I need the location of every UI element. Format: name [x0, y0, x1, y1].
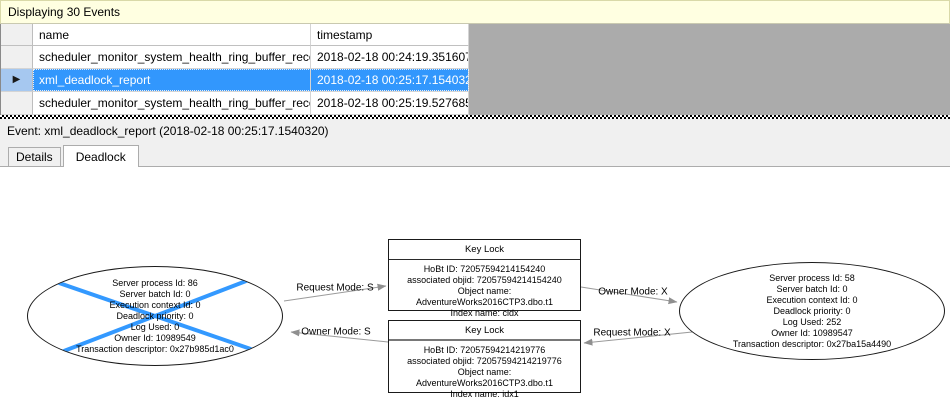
process-node-text: Server process Id: 86 Server batch Id: 0…	[28, 267, 282, 365]
edge-label-owner-x: Owner Mode: X	[598, 286, 668, 298]
node-line: Log Used: 0	[130, 321, 180, 332]
process-node-victim[interactable]: Server process Id: 86 Server batch Id: 0…	[27, 266, 283, 366]
deadlock-graph-panel: Server process Id: 86 Server batch Id: 0…	[0, 166, 950, 400]
events-table: name timestamp scheduler_monitor_system_…	[1, 24, 469, 115]
node-line: Log Used: 252	[782, 316, 842, 327]
lock-node-text: HoBt ID: 72057594214154240 associated ob…	[389, 260, 580, 319]
lock-title: Key Lock	[389, 321, 580, 341]
lock-title: Key Lock	[389, 240, 580, 260]
table-row[interactable]: scheduler_monitor_system_health_ring_buf…	[1, 46, 469, 69]
lock-node-bottom[interactable]: Key Lock HoBt ID: 72057594214219776 asso…	[388, 320, 581, 399]
event-label: Event: xml_deadlock_report (2018-02-18 0…	[7, 124, 329, 138]
process-node-text: Server process Id: 58 Server batch Id: 0…	[680, 263, 944, 359]
details-tabstrip: Details Deadlock	[0, 143, 950, 167]
deadlock-edges	[283, 283, 703, 346]
node-line: Server batch Id: 0	[119, 288, 191, 299]
edge-label-owner-s: Owner Mode: S	[301, 326, 371, 338]
node-line: Transaction descriptor: 0x27b985d1ac0	[76, 343, 234, 354]
column-header-timestamp[interactable]: timestamp	[311, 24, 469, 46]
edge-owner-s	[290, 329, 389, 343]
node-line: Execution context Id: 0	[766, 294, 858, 305]
row-selector-header	[1, 24, 33, 46]
event-name-cell[interactable]: xml_deadlock_report	[33, 69, 311, 92]
node-line: Owner Id: 10989547	[771, 327, 853, 338]
event-bar: Event: xml_deadlock_report (2018-02-18 0…	[0, 119, 950, 143]
table-row[interactable]: scheduler_monitor_system_health_ring_buf…	[1, 92, 469, 115]
table-row-selected[interactable]: ▶ xml_deadlock_report 2018-02-18 00:25:1…	[1, 69, 469, 92]
event-timestamp-cell[interactable]: 2018-02-18 00:24:19.3516078	[311, 46, 469, 69]
horizontal-splitter[interactable]	[0, 115, 950, 119]
edge-label-request-s: Request Mode: S	[296, 282, 374, 294]
tab-details[interactable]: Details	[8, 147, 61, 166]
process-node[interactable]: Server process Id: 58 Server batch Id: 0…	[679, 262, 945, 360]
events-count-bar: Displaying 30 Events	[0, 0, 950, 24]
node-line: HoBt ID: 72057594214154240	[423, 264, 546, 274]
event-timestamp-cell[interactable]: 2018-02-18 00:25:17.1540320	[311, 69, 469, 92]
grid-header-row: name timestamp	[1, 24, 469, 46]
node-line: Owner Id: 10989549	[114, 332, 196, 343]
node-line: Object name: AdventureWorks2016CTP3.dbo.…	[416, 286, 553, 307]
node-line: Index name: cidx	[450, 308, 519, 318]
lock-node-top[interactable]: Key Lock HoBt ID: 72057594214154240 asso…	[388, 239, 581, 318]
tab-deadlock[interactable]: Deadlock	[62, 145, 139, 167]
event-name-cell[interactable]: scheduler_monitor_system_health_ring_buf…	[33, 92, 311, 115]
edge-owner-x	[580, 286, 678, 305]
node-line: Server process Id: 58	[769, 272, 855, 283]
node-line: associated objid: 72057594214154240	[407, 275, 562, 285]
node-line: Object name: AdventureWorks2016CTP3.dbo.…	[416, 367, 553, 388]
node-line: associated objid: 72057594214219776	[407, 356, 562, 366]
node-line: Deadlock priority: 0	[773, 305, 851, 316]
node-line: Server batch Id: 0	[776, 283, 848, 294]
node-line: Execution context Id: 0	[109, 299, 201, 310]
edge-request-x	[583, 330, 703, 346]
node-line: Deadlock priority: 0	[116, 310, 194, 321]
event-timestamp-cell[interactable]: 2018-02-18 00:25:19.5276859	[311, 92, 469, 115]
edge-label-request-x: Request Mode: X	[593, 327, 671, 339]
column-header-name[interactable]: name	[33, 24, 311, 46]
current-row-arrow-icon: ▶	[12, 74, 21, 85]
node-line: Transaction descriptor: 0x27ba15a4490	[732, 338, 892, 349]
row-selector-cell[interactable]	[1, 46, 33, 69]
events-count-label: Displaying 30 Events	[8, 5, 121, 19]
row-selector-cell[interactable]	[1, 92, 33, 115]
row-selector-cell[interactable]: ▶	[1, 69, 33, 92]
node-line: Index name: idx1	[450, 389, 519, 399]
node-line: HoBt ID: 72057594214219776	[423, 345, 546, 355]
node-line: Server process Id: 86	[112, 277, 198, 288]
events-grid: name timestamp scheduler_monitor_system_…	[0, 24, 950, 115]
lock-node-text: HoBt ID: 72057594214219776 associated ob…	[389, 341, 580, 400]
event-name-cell[interactable]: scheduler_monitor_system_health_ring_buf…	[33, 46, 311, 69]
edge-request-s	[283, 283, 387, 302]
